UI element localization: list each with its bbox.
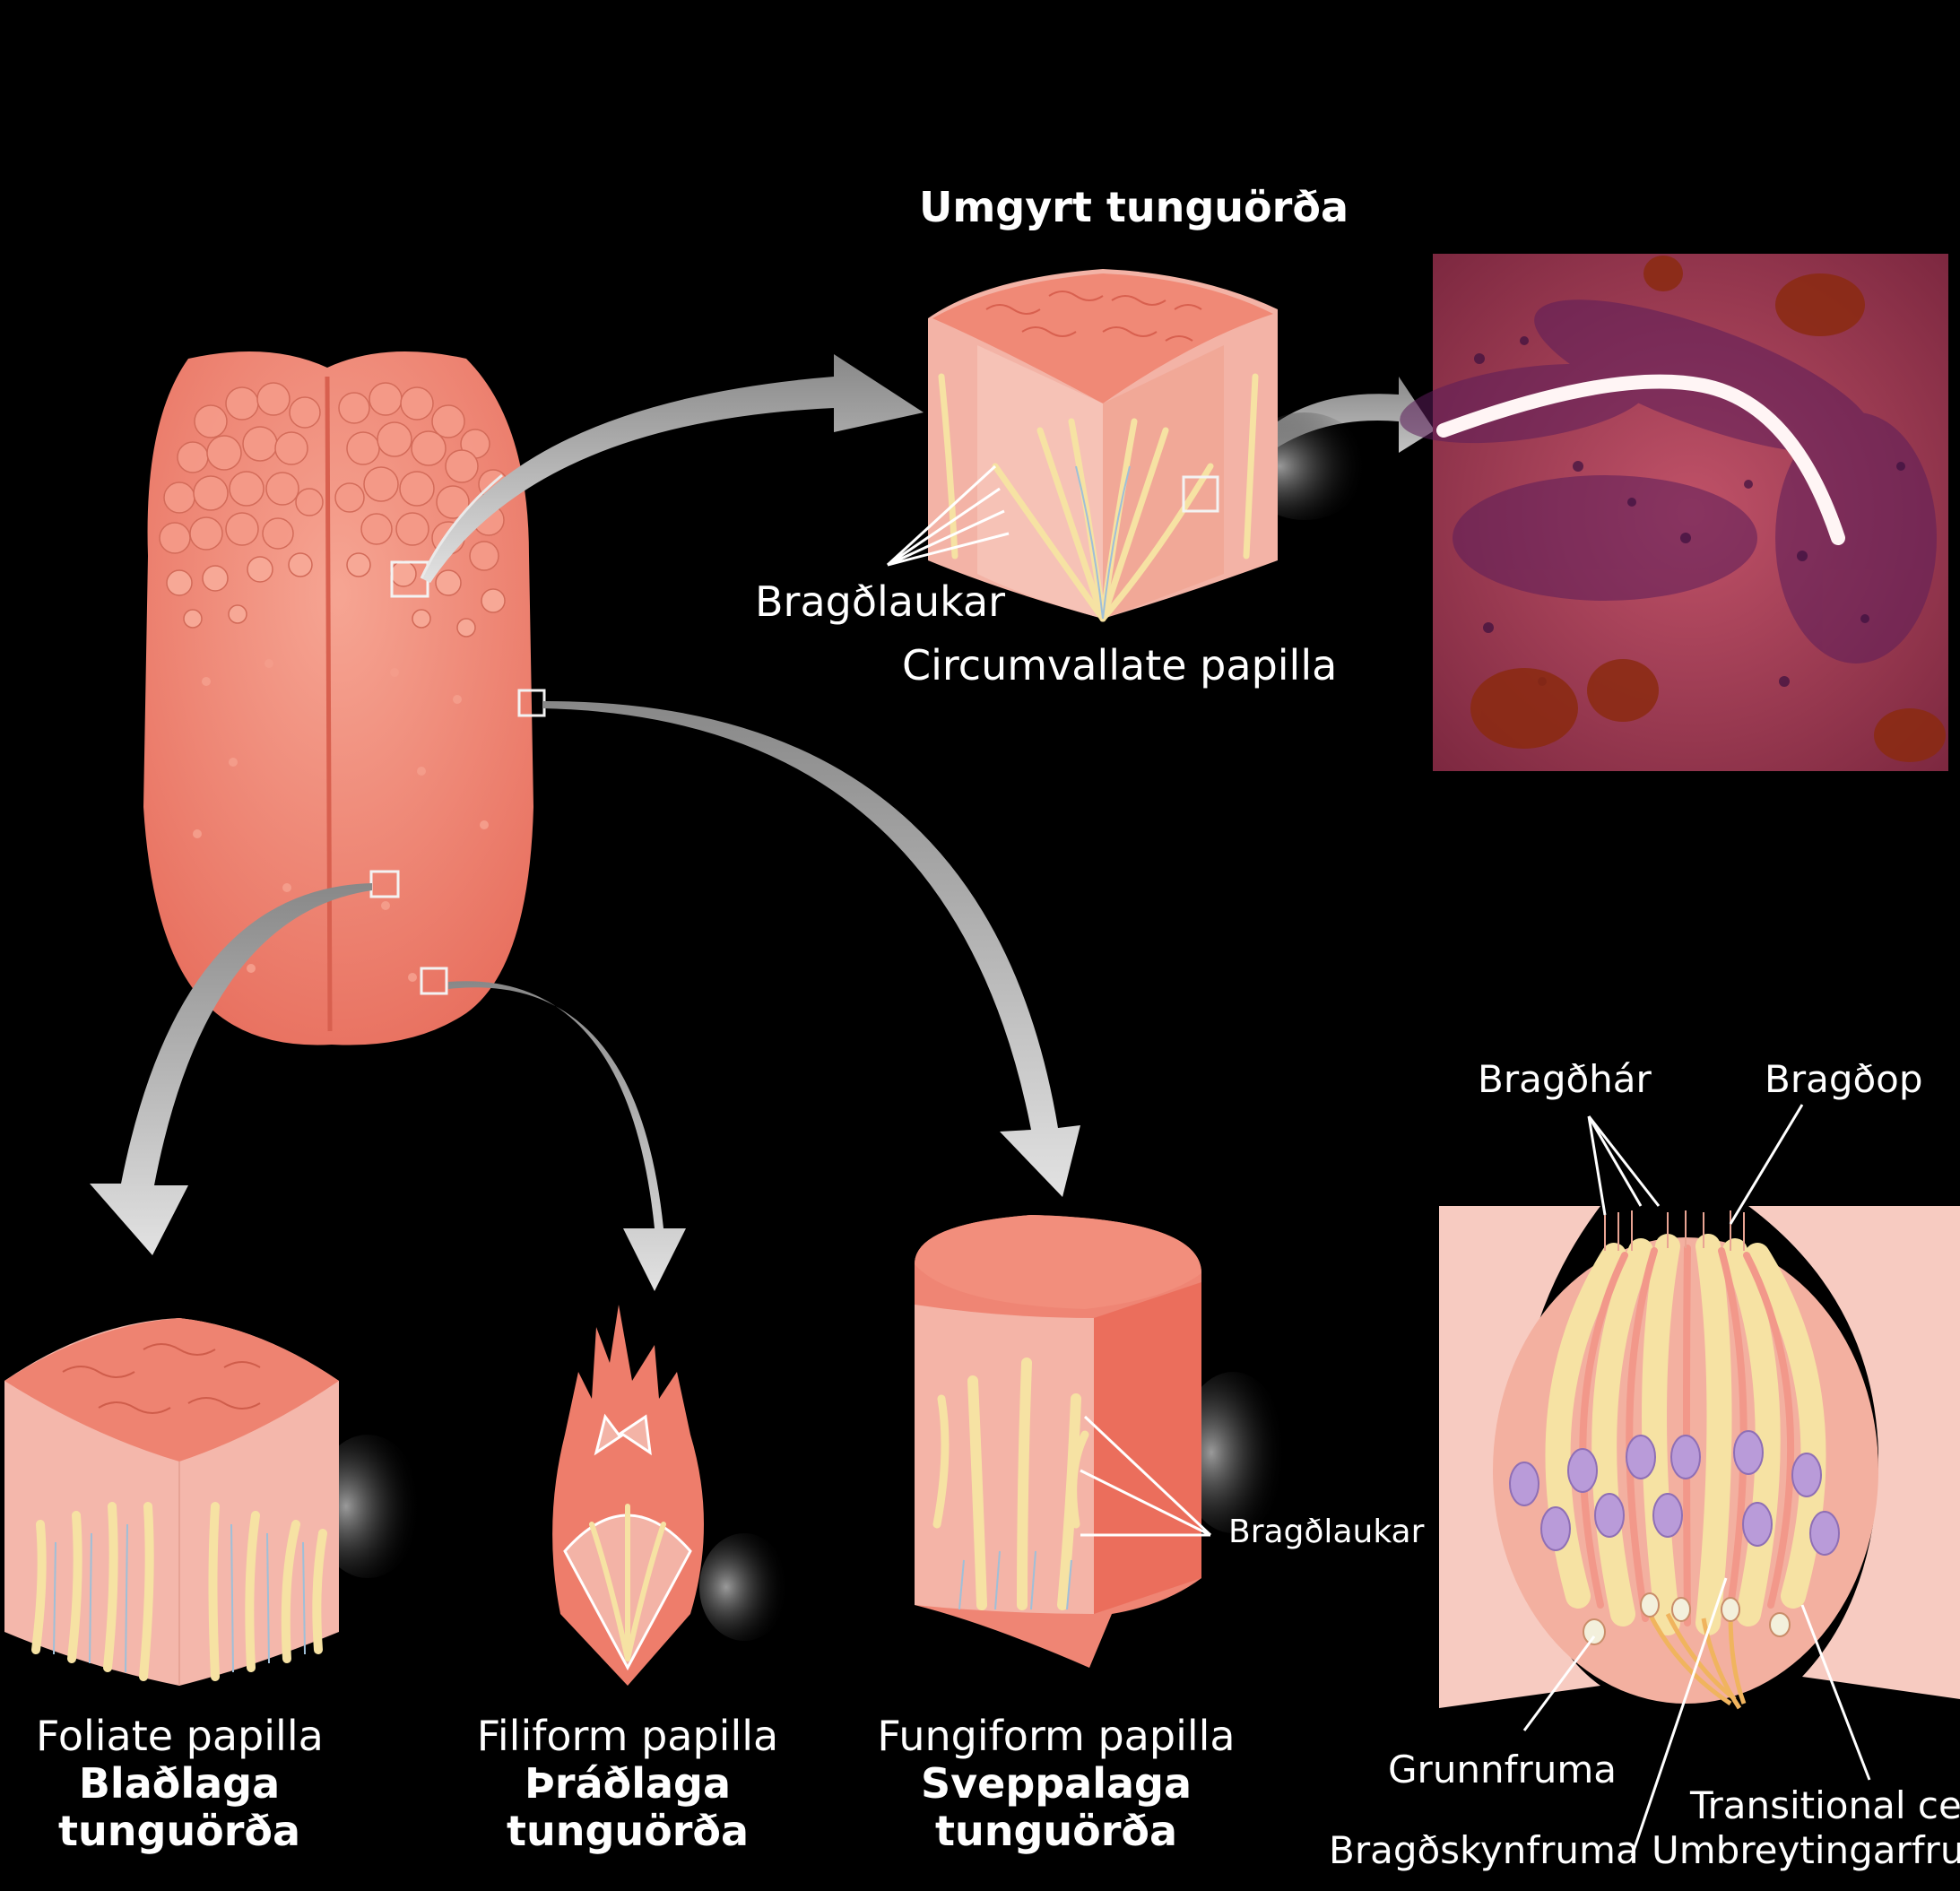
filiform-illustration: [552, 1305, 789, 1686]
label-taste-hairs: Bragðhár: [1478, 1057, 1652, 1101]
label-taste-buds-top: Bragðlaukar: [755, 577, 1006, 626]
label-foliate-is-1: Blaðlaga: [78, 1758, 281, 1808]
foliate-illustration: [4, 1318, 421, 1686]
label-transitional-cell-en: Transitional cell: [1690, 1783, 1960, 1827]
arrow-filiform: [448, 981, 686, 1291]
tongue: [143, 351, 546, 1045]
label-filiform-en: Filiform papilla: [476, 1712, 779, 1760]
circumvallate-illustration: [886, 269, 1367, 622]
label-fungiform: Fungiform papilla Sveppalaga tunguörða: [877, 1713, 1236, 1855]
label-basal-cell: Grunnfruma: [1388, 1748, 1617, 1791]
fungiform-taste-buds-leaders: [1080, 1415, 1212, 1537]
label-foliate-en: Foliate papilla: [36, 1712, 324, 1760]
taste-bud-closeup: [1439, 1104, 1960, 1857]
label-filiform: Filiform papilla Þráðlaga tunguörða: [475, 1713, 780, 1855]
label-taste-buds-fungiform: Bragðlaukar: [1228, 1514, 1425, 1550]
label-circumvallate-en: Circumvallate papilla: [902, 641, 1338, 690]
label-filiform-is-1: Þráðlaga: [524, 1758, 732, 1808]
arrow-circumvallate: [421, 354, 924, 583]
label-fungiform-en: Fungiform papilla: [877, 1712, 1236, 1760]
label-foliate: Foliate papilla Blaðlaga tunguörða: [36, 1712, 324, 1855]
arrow-micrograph: [1219, 377, 1435, 493]
taste-buds-leader-lines: [886, 464, 1010, 567]
label-fungiform-is-2: tunguörða: [934, 1806, 1178, 1855]
fungiform-illustration: [915, 1215, 1287, 1668]
label-fungiform-is-1: Sveppalaga: [921, 1758, 1192, 1808]
label-taste-pore: Bragðop: [1765, 1057, 1923, 1101]
histology-micrograph: [1400, 254, 1948, 771]
label-foliate-is-2: tunguörða: [57, 1806, 301, 1855]
arrow-foliate: [90, 883, 372, 1255]
label-filiform-is-2: tunguörða: [506, 1806, 750, 1855]
label-circumvallate-is: Umgyrt tunguörða: [919, 183, 1349, 231]
closeup-leader-lines: [1522, 1104, 1871, 1857]
label-transitional-cell-is: Umbreytingarfruma: [1652, 1828, 1960, 1872]
arrows: [90, 354, 1435, 1291]
label-gustatory-cell: Bragðskynfruma: [1329, 1828, 1639, 1872]
arrow-fungiform: [542, 700, 1080, 1197]
